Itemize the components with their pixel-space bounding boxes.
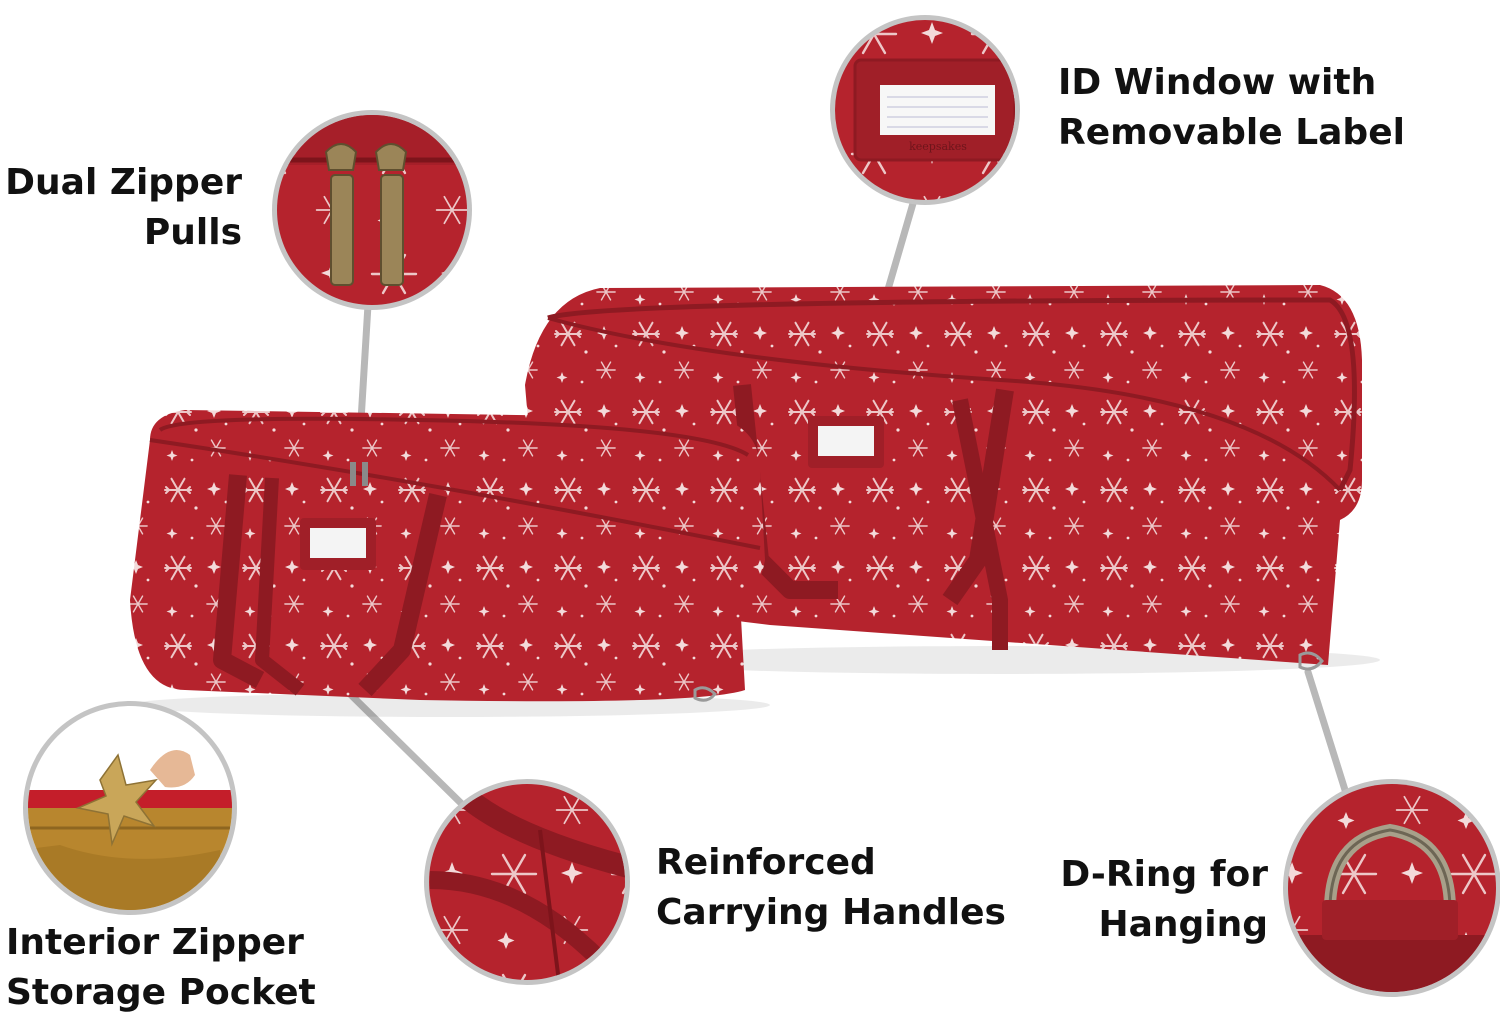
brand-tag: keepsakes — [909, 140, 967, 153]
callout-d-ring-line1: D-Ring for — [1060, 854, 1268, 895]
callout-interior-pocket: Interior Zipper Storage Pocket — [6, 918, 316, 1018]
detail-circle-zipper-pulls — [272, 110, 472, 310]
callout-handles-line2: Carrying Handles — [656, 892, 1006, 933]
connector-d-ring — [1304, 668, 1349, 794]
detail-circle-d-ring — [1283, 779, 1500, 997]
callout-dual-zipper-pulls: Dual Zipper Pulls — [0, 158, 242, 258]
callout-d-ring-line2: Hanging — [1098, 904, 1268, 945]
callout-handles-line1: Reinforced — [656, 842, 876, 883]
detail-circle-id-window: keepsakes — [830, 15, 1020, 205]
callout-d-ring: D-Ring for Hanging — [1040, 850, 1268, 950]
callout-dual-zipper-line1: Dual Zipper — [5, 162, 242, 203]
callout-interior-pocket-line1: Interior Zipper — [6, 922, 304, 963]
connector-handles — [344, 688, 474, 816]
callout-handles: Reinforced Carrying Handles — [656, 838, 1006, 938]
detail-circle-handles — [424, 779, 630, 985]
callout-id-window: ID Window with Removable Label — [1058, 58, 1405, 158]
callout-dual-zipper-line2: Pulls — [143, 212, 242, 253]
detail-circle-interior-pocket — [23, 701, 237, 915]
small-storage-bag — [130, 410, 770, 717]
callout-interior-pocket-line2: Storage Pocket — [6, 972, 316, 1013]
callout-id-window-line2: Removable Label — [1058, 112, 1405, 153]
callout-id-window-line1: ID Window with — [1058, 62, 1377, 103]
